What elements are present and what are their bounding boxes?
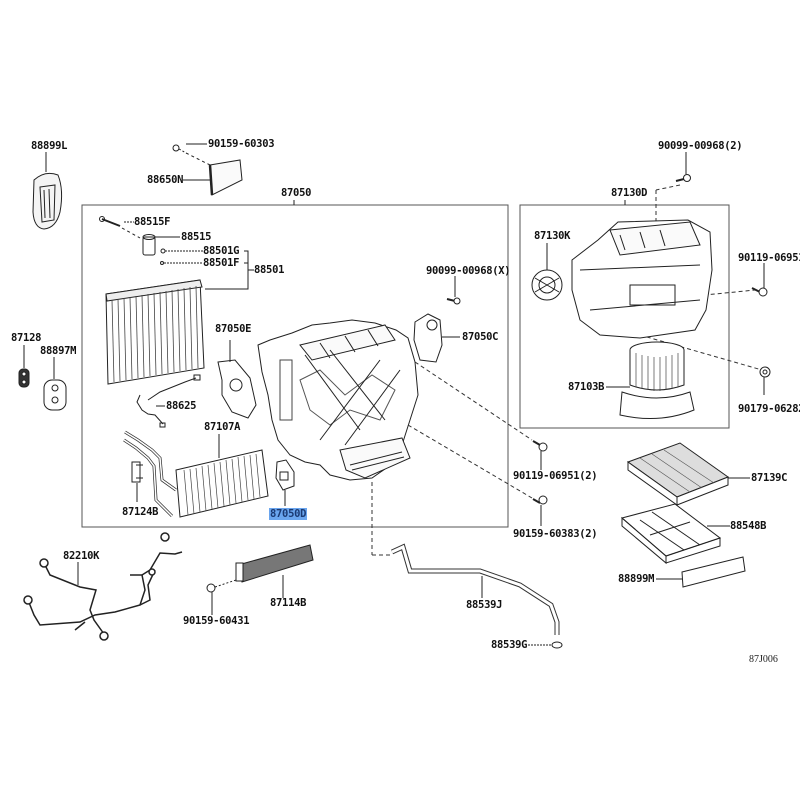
bolt-90099-00968-part[interactable] xyxy=(675,174,691,182)
part-label-90099-00968-2[interactable]: 90099-00968(2) xyxy=(658,140,743,152)
part-label-87130D[interactable]: 87130D xyxy=(611,187,648,199)
part-label-87114B[interactable]: 87114B xyxy=(270,597,307,609)
part-label-90119-06951[interactable]: 90119-06951 xyxy=(738,252,800,264)
heater-core-87107A-part[interactable] xyxy=(123,430,269,518)
cabin-filter-87139C-part[interactable] xyxy=(626,442,730,506)
part-label-88501G[interactable]: 88501G xyxy=(203,245,240,257)
blower-housing-87130D-part[interactable] xyxy=(571,219,713,339)
actuator-87050C-part[interactable] xyxy=(413,297,461,363)
cover-88899M-part[interactable] xyxy=(681,556,746,588)
part-label-88899L[interactable]: 88899L xyxy=(31,140,68,152)
part-label-87103B[interactable]: 87103B xyxy=(568,381,605,393)
part-label-90159-60303[interactable]: 90159-60303 xyxy=(208,138,275,150)
hvac-housing-part[interactable] xyxy=(257,319,419,481)
clip-87124B-part[interactable] xyxy=(131,461,143,483)
main-unit-group-box xyxy=(81,204,509,528)
part-label-88899M[interactable]: 88899M xyxy=(618,573,655,585)
wire-harness-82210K-part[interactable] xyxy=(23,532,183,641)
actuator-87050E-part[interactable] xyxy=(217,359,257,419)
actuator-87050D-part[interactable] xyxy=(275,459,295,491)
bolt-90159-60431-part[interactable] xyxy=(206,579,237,593)
part-label-87050D-selected[interactable]: 87050D xyxy=(269,508,308,520)
part-label-88501[interactable]: 88501 xyxy=(254,264,285,276)
part-label-87124B[interactable]: 87124B xyxy=(122,506,159,518)
part-label-87107A[interactable]: 87107A xyxy=(204,421,241,433)
part-label-87050E[interactable]: 87050E xyxy=(215,323,252,335)
cover-88899L-part[interactable] xyxy=(32,172,63,230)
evaporator-88501-part[interactable] xyxy=(105,279,205,385)
diagram-reference-code: 87J006 xyxy=(749,654,778,665)
bolt-90119-06951-part[interactable] xyxy=(532,440,548,452)
blower-motor-87103B-part[interactable] xyxy=(619,341,695,419)
clip-88539G-part[interactable] xyxy=(551,641,563,649)
part-label-88539J[interactable]: 88539J xyxy=(466,599,503,611)
sensor-88625-part[interactable] xyxy=(136,374,201,428)
drain-hose-88539J-part[interactable] xyxy=(390,543,560,635)
nut-90179-06282-part[interactable] xyxy=(759,366,771,378)
part-label-88515[interactable]: 88515 xyxy=(181,231,212,243)
part-label-90159-60383-2[interactable]: 90159-60383(2) xyxy=(513,528,598,540)
part-label-90159-60431[interactable]: 90159-60431 xyxy=(183,615,250,627)
part-label-87128[interactable]: 87128 xyxy=(11,332,42,344)
part-label-88501F[interactable]: 88501F xyxy=(203,257,240,269)
grommet-87128-part[interactable] xyxy=(18,368,30,388)
part-label-88515F[interactable]: 88515F xyxy=(134,216,171,228)
bolt-90159-60383-part[interactable] xyxy=(532,495,548,505)
part-label-90119-06951-2[interactable]: 90119-06951(2) xyxy=(513,470,598,482)
heater-87114B-part[interactable] xyxy=(235,544,314,583)
filter-tray-88548B-part[interactable] xyxy=(620,503,722,565)
part-label-87130K[interactable]: 87130K xyxy=(534,230,571,242)
part-label-88548B[interactable]: 88548B xyxy=(730,520,767,532)
part-label-87050C[interactable]: 87050C xyxy=(462,331,499,343)
part-label-82210K[interactable]: 82210K xyxy=(63,550,100,562)
part-label-90099-00968-x[interactable]: 90099-00968(X) xyxy=(426,265,511,277)
grommet-88897M-part[interactable] xyxy=(43,379,67,411)
part-label-87050[interactable]: 87050 xyxy=(281,187,312,199)
part-label-88539G[interactable]: 88539G xyxy=(491,639,528,651)
part-label-88650N[interactable]: 88650N xyxy=(147,174,184,186)
part-label-88625[interactable]: 88625 xyxy=(166,400,197,412)
part-label-88897M[interactable]: 88897M xyxy=(40,345,77,357)
bracket-88650N-part[interactable] xyxy=(172,144,243,196)
part-label-90179-06282[interactable]: 90179-06282 xyxy=(738,403,800,415)
bolt-90119-06951-right-part[interactable] xyxy=(751,287,768,297)
fan-87130K-part[interactable] xyxy=(531,269,563,301)
part-label-87139C[interactable]: 87139C xyxy=(751,472,788,484)
